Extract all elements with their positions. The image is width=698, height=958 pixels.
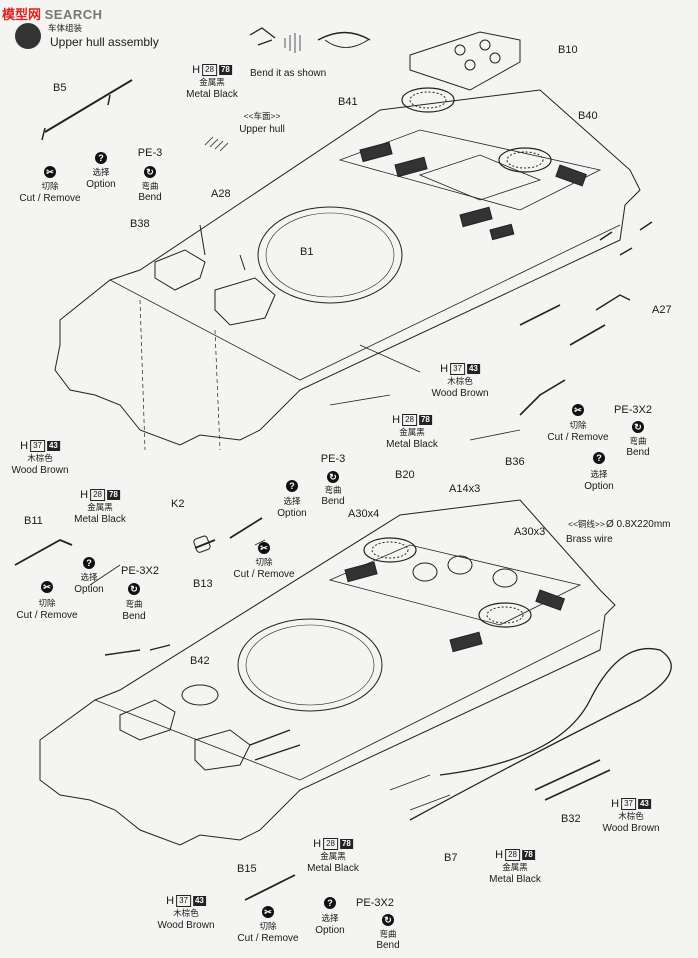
- part-label-b42: B42: [190, 655, 210, 667]
- option-icon: ?: [95, 152, 107, 164]
- section-title-cn: 车体组装: [48, 23, 83, 33]
- part-label-b36: B36: [505, 456, 525, 468]
- part-b38: [154, 249, 206, 291]
- part-label-b41: B41: [338, 96, 358, 108]
- turret-ring-bottom: [237, 618, 383, 712]
- section-title-en: Upper hull assembly: [50, 35, 159, 49]
- part-label-pe3x2-bottom: PE-3X2: [356, 897, 394, 909]
- part-label-b7: B7: [444, 852, 458, 864]
- part-label-b40: B40: [578, 110, 598, 122]
- fan-b41: [401, 87, 455, 113]
- bend-icon: ↻: [327, 471, 339, 483]
- brass-label: Brass wire: [566, 534, 613, 545]
- part-b15: [244, 874, 296, 901]
- cut-icon: ✂: [262, 906, 274, 918]
- option-icon: ?: [324, 897, 336, 909]
- part-label-b15: B15: [237, 863, 257, 875]
- part-label-k2: K2: [171, 498, 185, 510]
- part-b36: [519, 379, 566, 416]
- part-b13: [194, 517, 263, 549]
- turret-ring-top: [257, 206, 403, 304]
- part-label-b1: B1: [300, 246, 314, 258]
- bend-note: Bend it as shown: [250, 68, 327, 79]
- part-b1: [214, 277, 276, 326]
- upper-hull-bottom: [39, 499, 616, 846]
- brass-cn: <<铜线>>: [568, 519, 605, 529]
- part-label-b20: B20: [395, 469, 415, 481]
- part-label-a30x3: A30x3: [514, 526, 546, 538]
- part-label-a28: A28: [211, 188, 231, 200]
- bend-icon: ↻: [128, 583, 140, 595]
- brass-spec: Ø 0.8X220mm: [606, 519, 671, 530]
- part-label-b38: B38: [130, 218, 150, 230]
- part-label-pe3-mid: PE-3: [320, 453, 346, 465]
- part-label-a14x3: A14x3: [449, 483, 481, 495]
- part-label-b5: B5: [53, 82, 67, 94]
- part-label-pe3x2-left: PE-3X2: [121, 565, 159, 577]
- upper-hull-label: Upper hull: [239, 124, 285, 135]
- upper-hull-cn: <<车面>>: [243, 111, 281, 121]
- cut-icon: ✂: [572, 404, 584, 416]
- part-label-pe3x2-right: PE-3X2: [614, 404, 652, 416]
- part-b32: [534, 759, 611, 801]
- option-icon: ?: [593, 452, 605, 464]
- option-icon: ?: [83, 557, 95, 569]
- part-label-b10: B10: [558, 44, 578, 56]
- part-label-pe3-top: PE-3: [137, 147, 163, 159]
- cut-icon: ✂: [258, 542, 270, 554]
- upper-hull-top: [54, 89, 641, 446]
- site-logo: 模型网 SEARCH: [2, 4, 103, 23]
- rod-b5: [44, 79, 133, 133]
- cut-icon: ✂: [44, 166, 56, 178]
- bend-icon: ↻: [144, 166, 156, 178]
- bend-icon: ↻: [632, 421, 644, 433]
- step-number-badge: [15, 23, 41, 49]
- logo-en: SEARCH: [44, 7, 103, 22]
- panel-b10: [409, 31, 521, 91]
- part-label-a30x4: A30x4: [348, 508, 380, 520]
- part-b42: [181, 684, 219, 706]
- cut-icon: ✂: [41, 581, 53, 593]
- brass-wire: [409, 648, 672, 821]
- bend-icon: ↻: [382, 914, 394, 926]
- part-b11: [14, 539, 73, 566]
- fan-b40: [498, 147, 552, 173]
- part-label-b32: B32: [561, 813, 581, 825]
- logo-cn: 模型网: [2, 7, 42, 22]
- part-label-b11: B11: [24, 515, 43, 527]
- part-label-b13: B13: [193, 578, 213, 590]
- option-icon: ?: [286, 480, 298, 492]
- part-label-a27: A27: [652, 304, 672, 316]
